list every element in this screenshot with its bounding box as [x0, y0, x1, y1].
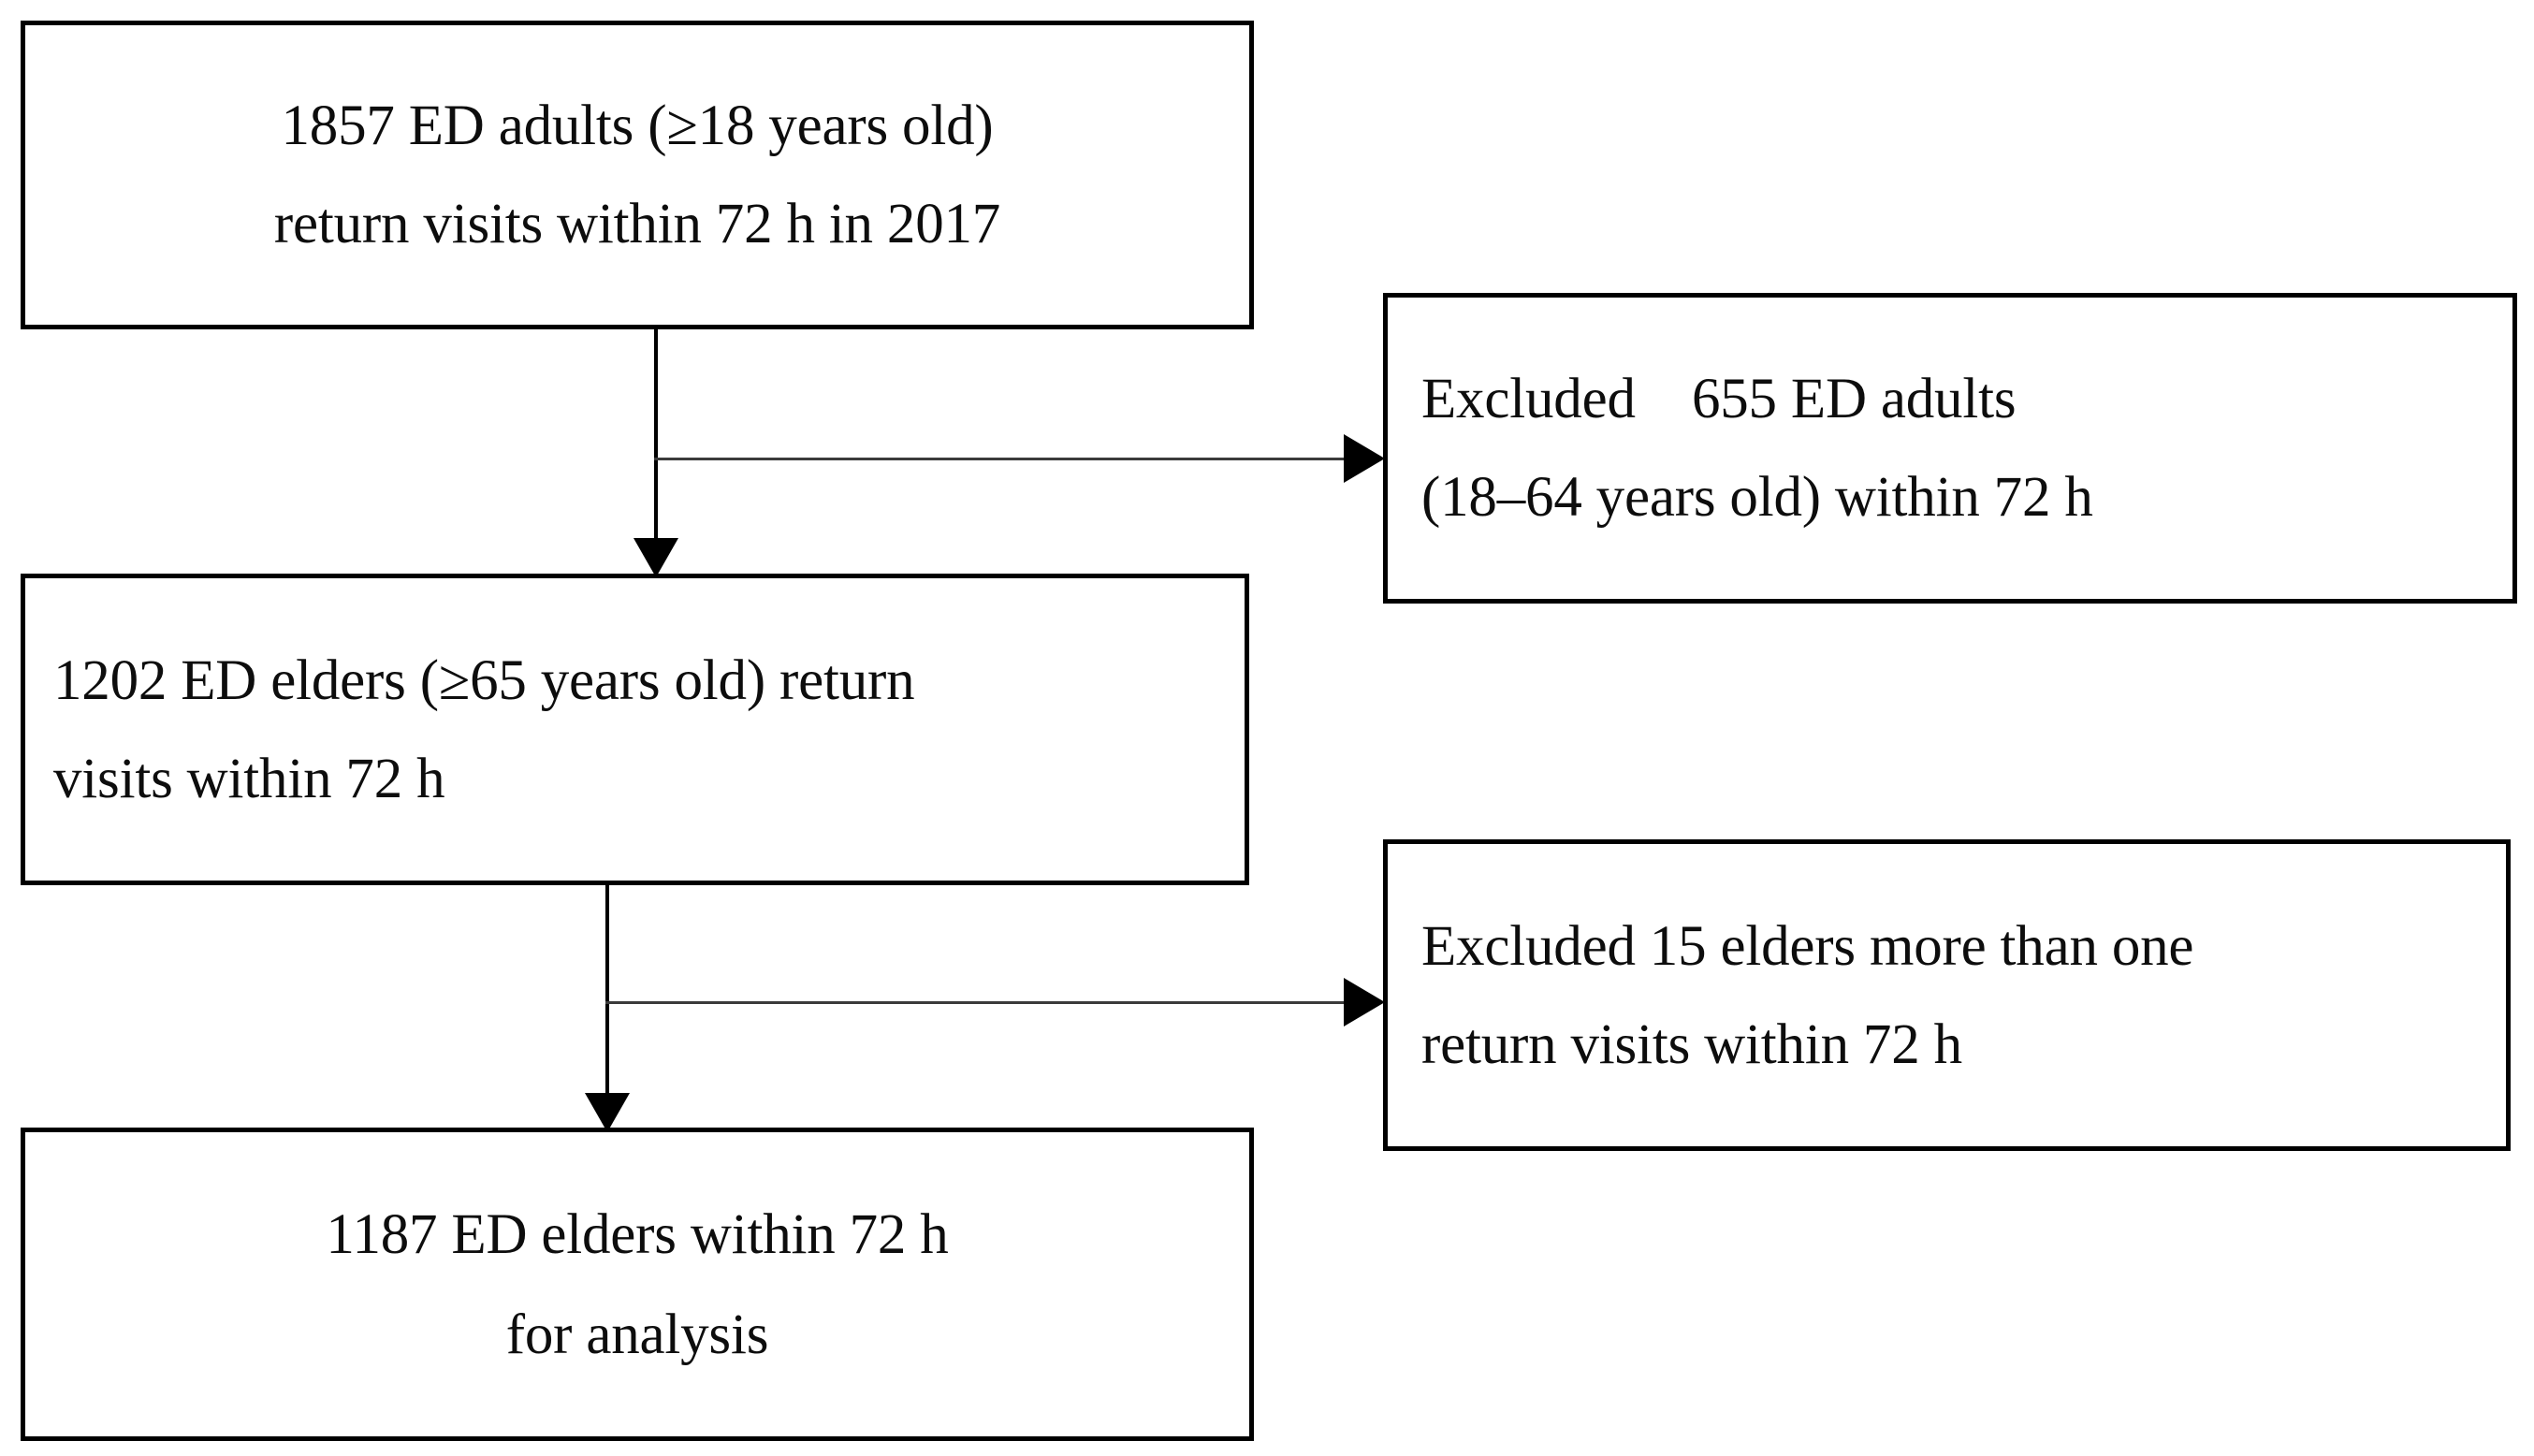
node-excluded-adults-line-1: Excluded 655 ED adults [1421, 368, 2017, 430]
arrow-down-icon-source-to-elders [634, 538, 678, 577]
node-elders-cohort-line-1: 1202 ED elders (≥65 years old) return [53, 648, 915, 712]
node-excluded-elders-line-1: Excluded 15 elders more than one [1421, 914, 2194, 978]
connector-elders-to-analysis-line [605, 885, 609, 1099]
node-analysis-cohort-line-2: for analysis [505, 1303, 769, 1366]
connector-source-to-excluded-adults-line [654, 458, 1346, 460]
node-source-cohort-line-1: 1857 ED adults (≥18 years old) [281, 95, 994, 157]
connector-elders-to-excluded-elders-line [605, 1001, 1346, 1004]
node-elders-cohort-line-2: visits within 72 h [53, 747, 445, 810]
node-source-cohort: 1857 ED adults (≥18 years old) return vi… [21, 21, 1254, 329]
node-analysis-cohort: 1187 ED elders within 72 h for analysis [21, 1128, 1254, 1441]
node-excluded-elders: Excluded 15 elders more than one return … [1383, 839, 2511, 1151]
node-excluded-elders-line-2: return visits within 72 h [1421, 1012, 1962, 1076]
connector-source-to-elders-line [654, 329, 658, 543]
arrow-down-icon-elders-to-analysis [585, 1093, 630, 1132]
node-analysis-cohort-line-1: 1187 ED elders within 72 h [326, 1202, 949, 1266]
node-excluded-adults: Excluded 655 ED adults (18–64 years old)… [1383, 293, 2517, 604]
arrow-right-icon-elders-to-excluded-elders [1344, 978, 1385, 1026]
node-source-cohort-line-2: return visits within 72 h in 2017 [273, 193, 1001, 255]
arrow-right-icon-source-to-excluded-adults [1344, 434, 1385, 483]
node-elders-cohort: 1202 ED elders (≥65 years old) return vi… [21, 574, 1249, 885]
node-excluded-adults-line-2: (18–64 years old) within 72 h [1421, 466, 2093, 529]
